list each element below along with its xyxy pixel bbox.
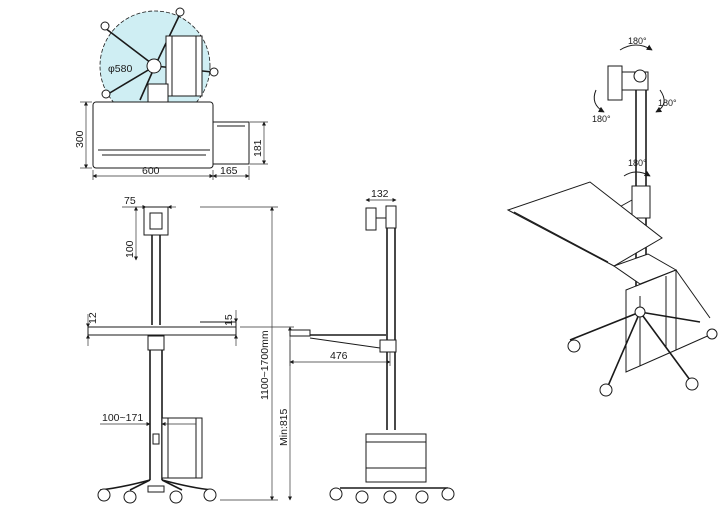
monitor-mount-iso [607, 65, 623, 101]
shelf-top [92, 101, 214, 169]
tray-width-dimension: 165 [220, 165, 238, 177]
shelf-thickness-dimension: 12 [87, 312, 99, 324]
cpu-holder-front [161, 417, 203, 479]
total-height-dimension: 1100~1700mm [259, 330, 271, 400]
mouse-tray-top [212, 121, 250, 165]
width-dimension: 600 [142, 165, 160, 177]
cpu-holder-top [165, 35, 203, 97]
cpu-holder-iso [625, 269, 677, 373]
depth-dimension: 300 [74, 130, 86, 148]
top-view: 600 165 300 181 φ580 [74, 7, 268, 180]
tray-reach-dimension: 476 [330, 350, 348, 362]
swing-diameter-label: φ580 [108, 63, 132, 75]
min-height-dimension: Min:815 [278, 408, 290, 446]
rotation-left-label: 180° [592, 114, 611, 124]
tray-depth-dimension: 181 [252, 139, 264, 157]
rotation-column-label: 180° [628, 158, 647, 168]
column-adjust-dimension: 100~171 [102, 412, 143, 424]
rotation-right-label: 180° [658, 98, 677, 108]
rotation-top-label: 180° [628, 36, 647, 46]
front-view: 75 100 12 15 100~171 1100~1700mm Min:815 [85, 195, 294, 504]
keyboard-shelf-front [87, 326, 237, 336]
isometric-view: 180° 180° 180° 180° [506, 36, 718, 397]
monitor-mount-side [365, 207, 377, 231]
mount-offset-dimension: 75 [124, 195, 136, 207]
mount-height-dimension: 100 [124, 240, 136, 258]
cpu-holder-side [365, 433, 427, 483]
keyboard-tray-iso [506, 181, 663, 267]
tray-thickness-dimension: 15 [223, 314, 235, 326]
mount-depth-dimension: 132 [371, 188, 389, 200]
side-view: 132 476 [289, 188, 455, 504]
